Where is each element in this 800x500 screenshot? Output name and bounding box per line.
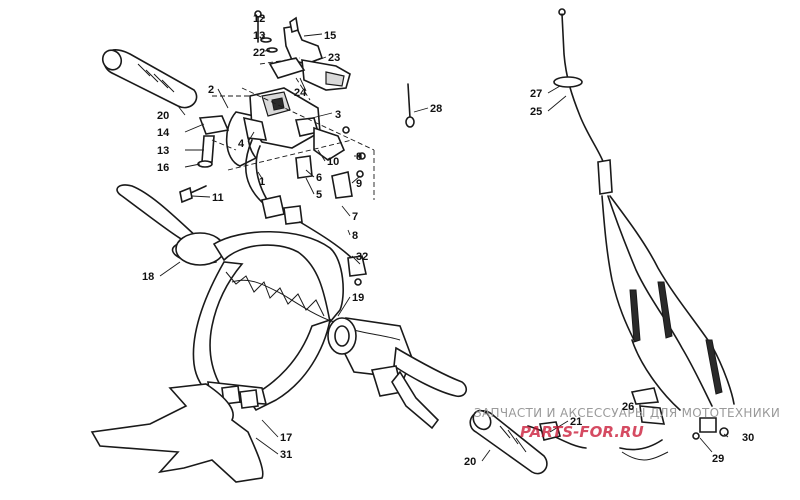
callout-26: 26 bbox=[622, 401, 634, 413]
callout-20-left: 20 bbox=[157, 110, 169, 122]
callout-15: 15 bbox=[324, 30, 336, 42]
throttle-lever-assembly bbox=[254, 10, 351, 91]
callout-28: 28 bbox=[430, 103, 442, 115]
callout-5: 5 bbox=[316, 189, 322, 201]
callout-27: 27 bbox=[530, 88, 542, 100]
callout-1: 1 bbox=[259, 176, 265, 188]
callout-6: 6 bbox=[316, 172, 322, 184]
switch-housing-assembly bbox=[225, 87, 367, 286]
callout-25: 25 bbox=[530, 106, 542, 118]
callout-29: 29 bbox=[712, 453, 724, 465]
callout-labels: 12 13 22 15 23 24 2 3 20 14 13 16 4 10 8… bbox=[142, 13, 754, 468]
handlebar bbox=[116, 184, 468, 430]
grip-heater-bracket bbox=[179, 115, 230, 204]
callout-22: 22 bbox=[253, 47, 265, 59]
handlebar-pad bbox=[90, 383, 264, 483]
callout-4: 4 bbox=[238, 138, 245, 150]
callout-13-top: 13 bbox=[253, 30, 265, 42]
throttle-cable bbox=[553, 8, 735, 440]
callout-11: 11 bbox=[212, 192, 224, 204]
callout-17: 17 bbox=[280, 432, 292, 444]
callout-3: 3 bbox=[335, 109, 341, 121]
callout-9: 9 bbox=[356, 178, 362, 190]
callout-19: 19 bbox=[352, 292, 364, 304]
callout-8-upper: 8 bbox=[356, 151, 362, 163]
callout-10: 10 bbox=[327, 156, 339, 168]
callout-23: 23 bbox=[328, 52, 340, 64]
callout-16: 16 bbox=[157, 162, 169, 174]
watermark: ЗАПЧАСТИ И АКСЕССУАРЫ ДЛЯ МОТОТЕХНИКИ PA… bbox=[474, 406, 780, 441]
callout-12: 12 bbox=[253, 13, 265, 25]
callout-24: 24 bbox=[294, 87, 307, 99]
pin-28 bbox=[405, 83, 415, 128]
callout-31: 31 bbox=[280, 449, 292, 461]
callout-20-right: 20 bbox=[464, 456, 476, 468]
watermark-text: ЗАПЧАСТИ И АКСЕССУАРЫ ДЛЯ МОТОТЕХНИКИ bbox=[474, 406, 780, 420]
callout-18: 18 bbox=[142, 271, 154, 283]
left-grip bbox=[101, 49, 198, 109]
callout-21: 21 bbox=[570, 416, 582, 428]
callout-8-lower: 8 bbox=[352, 230, 358, 242]
callout-30: 30 bbox=[742, 432, 754, 444]
assembly-leader-lines bbox=[211, 57, 375, 200]
callout-14: 14 bbox=[157, 127, 170, 139]
right-grip bbox=[469, 409, 669, 475]
callout-32: 32 bbox=[356, 251, 368, 263]
callout-13-mid: 13 bbox=[157, 145, 169, 157]
callout-leaders bbox=[159, 15, 729, 462]
callout-2: 2 bbox=[208, 84, 214, 96]
watermark-logo: PARTS-FOR.RU bbox=[520, 423, 644, 441]
callout-7: 7 bbox=[352, 211, 358, 223]
